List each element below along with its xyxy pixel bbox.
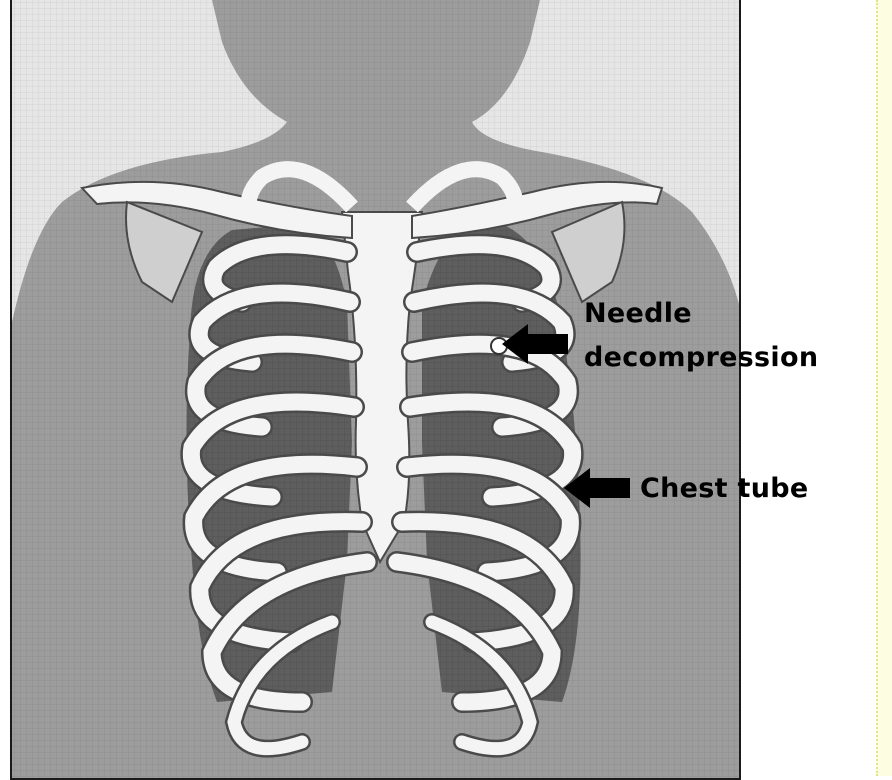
needle-decompression-label-line1: Needle [584,298,692,330]
arrow-left-icon [562,466,632,510]
page-edge [876,0,892,776]
chest-anatomy-figure [10,0,741,780]
needle-decompression-label-line2: decompression [584,342,818,374]
chest-illustration [12,0,741,780]
arrow-left-icon [500,322,570,366]
chest-tube-label: Chest tube [640,473,809,505]
